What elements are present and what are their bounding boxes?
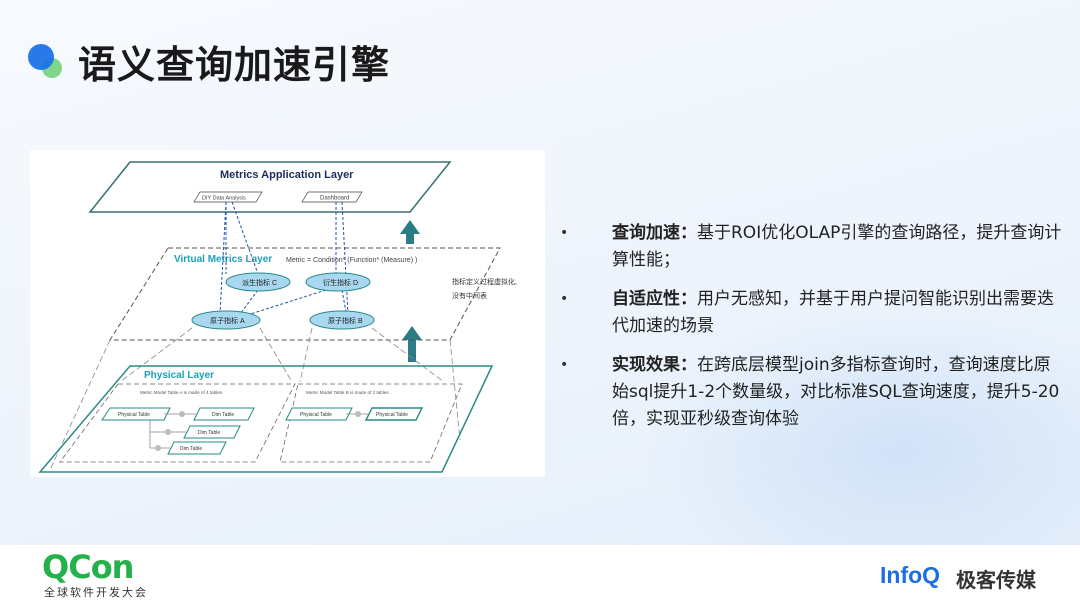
- page-title: 语义查询加速引擎: [78, 43, 391, 87]
- node-derived-c-label: 派生指标 C: [242, 278, 277, 287]
- table-a-physical: [101, 407, 171, 421]
- virtual-note-line1: 指标定义过程虚拟化,: [452, 277, 517, 286]
- table-b-physical-2: [364, 407, 424, 421]
- table-b-physical-1: [285, 407, 353, 421]
- footer-bar: [0, 545, 1080, 604]
- app-box-diy-label: DIY Data Analysis: [202, 196, 246, 202]
- projection-lines: [49, 327, 461, 471]
- bullet-text: 用户无感知，并基于用户提问智能识别出需要迭代加速的场景: [612, 289, 1054, 336]
- bullet-list: • 查询加速：基于ROI优化OLAP引擎的查询路径，提升查询计算性能； • 自适…: [560, 220, 1065, 445]
- bullet-text: 基于ROI优化OLAP引擎的查询路径，提升查询计算性能；: [612, 223, 1062, 270]
- metrics-architecture-diagram: Metrics Application Layer DIY Data Analy…: [30, 150, 545, 477]
- model-a-region: [59, 383, 296, 463]
- table-b-physical-2-label: Physical Table: [376, 412, 408, 418]
- bullet-item-query-acceleration: • 查询加速：基于ROI优化OLAP引擎的查询路径，提升查询计算性能；: [560, 220, 1065, 274]
- model-a-caption: Metric Model Table A is made of 4 tables: [140, 390, 223, 395]
- node-atomic-b: [309, 310, 375, 330]
- table-a-dim-3: [167, 441, 227, 455]
- node-atomic-a: [191, 310, 261, 330]
- node-derived-d: [305, 272, 371, 292]
- node-derived-c: [225, 272, 291, 292]
- table-a-dim-2: [183, 425, 241, 439]
- table-a-dim-3-label: Dim Table: [180, 446, 202, 452]
- node-atomic-a-label: 原子指标 A: [210, 316, 245, 325]
- bullet-item-adaptivity: • 自适应性：用户无感知，并基于用户提问智能识别出需要迭代加速的场景: [560, 286, 1065, 340]
- table-b-physical-1-label: Physical Table: [300, 412, 332, 418]
- bullet-item-results: • 实现效果：在跨底层模型join多指标查询时，查询速度比原始sql提升1-2个…: [560, 352, 1065, 433]
- virtual-note-line2: 没有中间表: [452, 291, 487, 300]
- table-a-physical-label: Physical Table: [118, 412, 150, 418]
- app-box-dashboard: [301, 191, 363, 203]
- app-box-diy: [193, 191, 263, 203]
- qcon-subtitle: 全球软件开发大会: [44, 586, 148, 599]
- model-b-caption: Metric Model Table B is made of 2 tables: [306, 390, 389, 395]
- qcon-logo: QCon: [42, 548, 134, 586]
- node-atomic-b-label: 原子指标 B: [328, 316, 363, 325]
- bullet-dot-icon: •: [560, 357, 569, 373]
- table-a-dim-2-label: Dim Table: [198, 430, 220, 436]
- physical-layer-plane: [38, 365, 494, 473]
- up-arrow-lower: [402, 326, 422, 362]
- virtual-layer-formula: Metric = Condition* (Function* (Measure)…: [286, 257, 417, 264]
- node-derived-d-label: 衍生指标 D: [323, 278, 358, 287]
- bullet-label: 实现效果：: [612, 355, 697, 375]
- table-a-dim-1: [193, 407, 255, 421]
- physical-layer-title: Physical Layer: [144, 370, 214, 381]
- app-layer-plane: [88, 161, 452, 213]
- table-a-dim-1-label: Dim Table: [212, 412, 234, 418]
- infoq-logo: InfoQ: [880, 562, 941, 588]
- bullet-label: 自适应性：: [612, 289, 697, 309]
- layer-links: [219, 201, 349, 317]
- title-bullet-icon: [28, 44, 64, 80]
- app-layer-title: Metrics Application Layer: [220, 169, 354, 181]
- model-b-region: [279, 383, 463, 463]
- bullet-text: 在跨底层模型join多指标查询时，查询速度比原始sql提升1-2个数量级，对比标…: [612, 355, 1060, 429]
- bullet-label: 查询加速：: [612, 223, 697, 243]
- bullet-dot-icon: •: [560, 225, 569, 241]
- bullet-dot-icon: •: [560, 291, 569, 307]
- up-arrow-upper: [400, 220, 420, 244]
- infoq-cn-name: 极客传媒: [956, 568, 1036, 592]
- app-box-dashboard-label: Dashboard: [320, 196, 349, 202]
